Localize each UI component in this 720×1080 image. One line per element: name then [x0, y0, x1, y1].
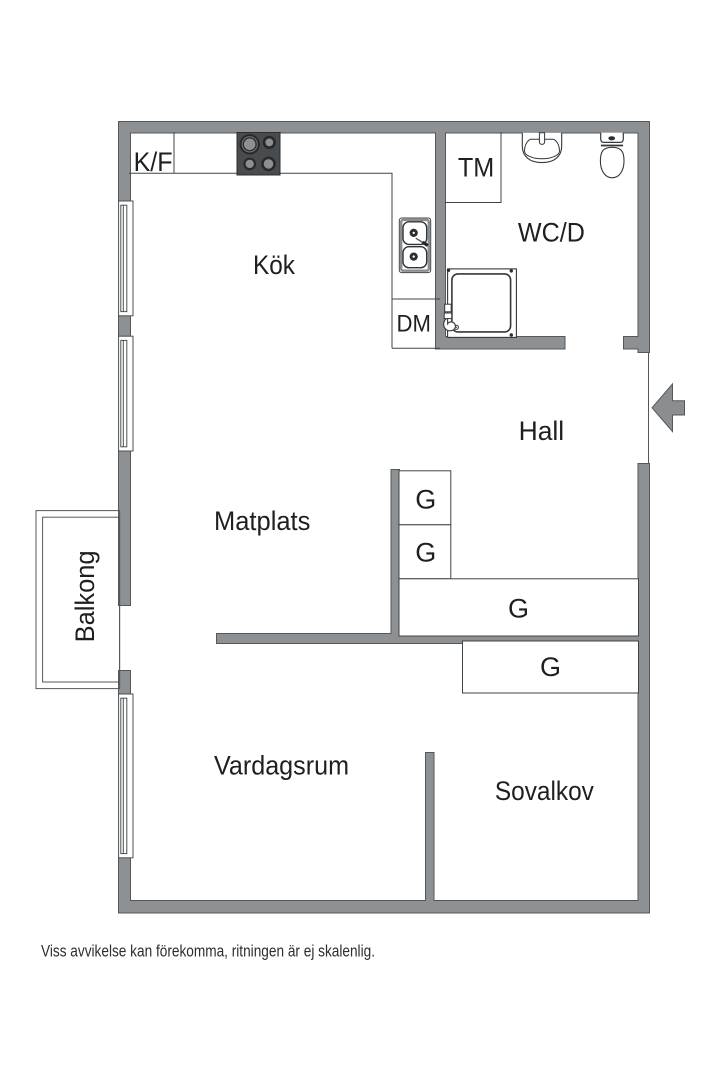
- svg-text:TM: TM: [458, 153, 494, 183]
- svg-text:Kök: Kök: [253, 250, 295, 280]
- svg-text:Matplats: Matplats: [214, 506, 310, 536]
- svg-text:Hall: Hall: [519, 416, 565, 446]
- svg-text:WC/D: WC/D: [518, 218, 585, 248]
- svg-text:G: G: [415, 538, 436, 568]
- svg-text:K/F: K/F: [134, 147, 173, 177]
- svg-text:G: G: [415, 484, 436, 514]
- svg-text:G: G: [508, 594, 529, 624]
- svg-text:Balkong: Balkong: [70, 550, 100, 642]
- svg-text:Vardagsrum: Vardagsrum: [214, 751, 349, 781]
- svg-text:DM: DM: [397, 310, 431, 337]
- svg-text:Viss avvikelse kan förekomma,: Viss avvikelse kan förekomma, ritningen …: [41, 942, 375, 960]
- svg-text:G: G: [540, 652, 561, 682]
- svg-text:Sovalkov: Sovalkov: [495, 776, 594, 806]
